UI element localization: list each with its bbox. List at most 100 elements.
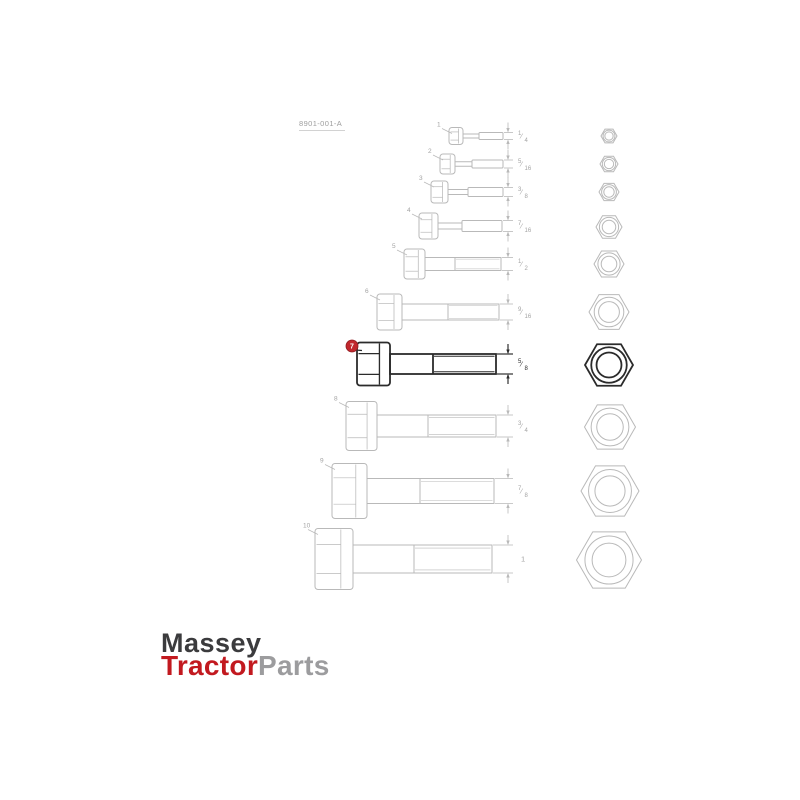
dimension xyxy=(493,535,513,583)
nut-hole xyxy=(600,255,618,273)
brand-line-tractorparts: TractorParts xyxy=(161,652,330,680)
dimension xyxy=(504,122,513,150)
bolt-shank xyxy=(352,544,493,574)
dimension-arrow-bottom xyxy=(506,168,510,173)
dimension-arrow-bottom xyxy=(506,437,510,442)
nut-outline xyxy=(599,155,619,173)
part-row-3: 3⁄83 xyxy=(419,175,620,207)
part-row-1: 1⁄4 1 xyxy=(437,122,618,150)
dimension-arrow-top xyxy=(506,349,510,354)
part-row-7: 5⁄8 7 xyxy=(345,339,635,387)
bolt-shank xyxy=(454,161,473,167)
dimension-arrow-bottom xyxy=(506,374,510,379)
nut xyxy=(598,182,620,202)
brand-word-tractor: Tractor xyxy=(161,650,259,681)
nut-hole xyxy=(596,413,624,441)
nut xyxy=(595,215,623,239)
bolt-head-outline xyxy=(314,528,354,590)
bolt-head xyxy=(448,127,464,145)
dimension-arrow-top xyxy=(506,183,510,188)
nut-outline xyxy=(583,343,635,387)
part-row-10: 110 xyxy=(303,523,643,590)
part-number-label: 10 xyxy=(303,523,311,530)
part-number-label: 3 xyxy=(419,175,423,182)
part-number-label: 8 xyxy=(334,396,338,403)
size-label: 1⁄2 xyxy=(518,259,529,272)
part-badge xyxy=(345,339,359,353)
bolt-shank xyxy=(401,303,500,321)
dimension xyxy=(503,210,513,242)
dimension-arrow-bottom xyxy=(506,503,510,508)
nut-chamfer-circle xyxy=(590,407,630,447)
bolt-shank xyxy=(389,353,497,375)
nut xyxy=(575,531,643,589)
bolt-head xyxy=(439,153,456,175)
bolt-head xyxy=(430,180,449,204)
part-badge-number: 7 xyxy=(350,343,354,350)
bolt-shank xyxy=(447,189,469,195)
nut-outline xyxy=(580,465,640,517)
dimension-arrow-top xyxy=(506,410,510,415)
nut-hole xyxy=(591,542,627,578)
bolt-head-outline xyxy=(331,463,368,519)
nut-hole xyxy=(598,301,620,323)
size-label: 1⁄4 xyxy=(518,131,529,144)
bolt-head-outline xyxy=(448,127,464,145)
label-leader-line xyxy=(441,128,453,134)
dimension-arrow-top xyxy=(506,128,510,133)
dimension-arrow-top xyxy=(506,540,510,545)
dimension xyxy=(497,344,513,384)
bolt-shank xyxy=(424,257,502,271)
nut-outline xyxy=(593,250,625,278)
part-row-2: 5⁄162 xyxy=(428,148,619,178)
nut-hole xyxy=(594,475,626,507)
bolt-head-outline xyxy=(403,248,426,280)
nut-chamfer-circle xyxy=(584,535,634,585)
bolt-head xyxy=(314,528,354,590)
bolt-head xyxy=(376,293,403,331)
nut-chamfer-circle xyxy=(601,184,617,200)
nut-chamfer-circle xyxy=(588,469,632,513)
dimension-arrow-top xyxy=(506,299,510,304)
nut xyxy=(600,128,618,144)
nut-chamfer-circle xyxy=(601,156,617,172)
size-label: 5⁄8 xyxy=(518,359,529,372)
dimension xyxy=(504,177,513,207)
bolt-head xyxy=(403,248,426,280)
nut xyxy=(583,404,637,450)
bolt-head-outline xyxy=(345,401,378,451)
bolt-thread xyxy=(467,187,504,197)
nut-outline xyxy=(598,182,620,202)
part-number-label: 1 xyxy=(437,122,441,129)
label-leader-line xyxy=(432,154,444,161)
bolt-head xyxy=(356,341,391,387)
size-label: 3⁄4 xyxy=(518,421,529,434)
nut-hole xyxy=(601,219,617,235)
part-row-4: 7⁄164 xyxy=(407,207,623,242)
nut xyxy=(593,250,625,278)
dimension xyxy=(495,468,513,514)
bolt-shank xyxy=(366,478,495,504)
brand-word-parts: Parts xyxy=(258,650,330,681)
dimension-arrow-bottom xyxy=(506,320,510,325)
brand-word-massey: Massey xyxy=(161,628,262,658)
dimension xyxy=(502,247,513,281)
nut-hole xyxy=(603,186,615,198)
dimension xyxy=(504,150,513,178)
nut-hole xyxy=(595,351,623,379)
nut xyxy=(588,294,630,330)
label-leader-line xyxy=(307,529,319,535)
size-label: 9⁄16 xyxy=(518,307,532,320)
size-label: 7⁄8 xyxy=(518,486,529,499)
nut-hole xyxy=(603,158,615,170)
bolt-head-outline xyxy=(356,341,391,387)
nut-chamfer-circle xyxy=(598,216,620,238)
nut xyxy=(599,155,619,173)
label-leader-line xyxy=(324,464,336,470)
dimension-arrow-bottom xyxy=(506,270,510,275)
size-label: 5⁄16 xyxy=(518,159,532,172)
dimension-arrow-bottom xyxy=(506,139,510,144)
bolt-head xyxy=(331,463,368,519)
